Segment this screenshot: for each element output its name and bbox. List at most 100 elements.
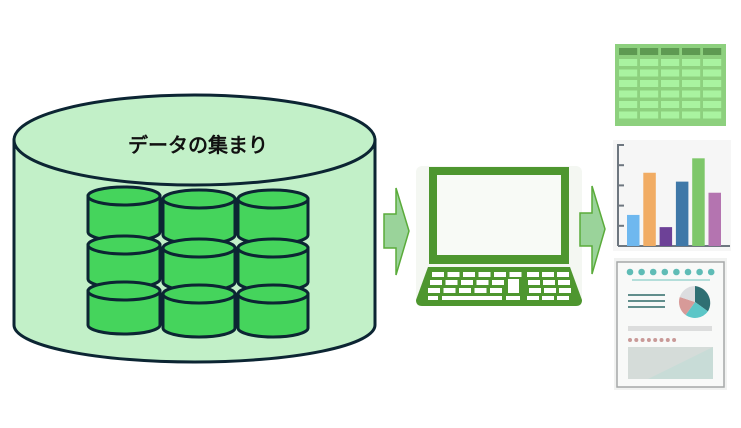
report-small-dot — [653, 338, 658, 342]
cylinder-top — [161, 237, 237, 259]
cylinder-top — [86, 234, 162, 256]
table-cell — [619, 69, 638, 77]
laptop-icon — [416, 166, 582, 306]
report-header-dot — [626, 268, 634, 276]
laptop-key — [432, 272, 444, 277]
report-header-dot — [649, 268, 657, 276]
table-header-cell — [661, 48, 680, 55]
laptop-key — [490, 288, 502, 293]
laptop-key — [445, 280, 458, 285]
cylinder-top — [161, 188, 237, 210]
laptop-enter-key — [508, 279, 519, 293]
table-cell — [661, 80, 680, 87]
laptop-key — [557, 296, 569, 300]
laptop-key — [543, 280, 555, 285]
data-item-cylinder — [86, 234, 162, 290]
laptop-key — [478, 272, 491, 277]
table-cell — [619, 90, 638, 98]
laptop-key — [459, 288, 471, 293]
laptop-key — [494, 272, 506, 277]
table-header-cell — [640, 48, 659, 55]
bar — [627, 214, 640, 246]
report-header-dot — [684, 268, 692, 276]
cylinder-top — [86, 280, 162, 302]
laptop-key — [428, 296, 438, 300]
laptop-key — [430, 280, 442, 285]
cylinder-body — [161, 292, 237, 339]
report-bar-line — [628, 326, 712, 331]
cylinder-top — [161, 283, 237, 305]
laptop-key — [527, 272, 539, 277]
database-label: データの集まり — [128, 133, 268, 157]
cylinder-top — [236, 283, 310, 305]
bar — [675, 181, 689, 246]
table-cell — [661, 101, 680, 108]
table-header-cell — [682, 48, 701, 55]
report-small-dot — [634, 338, 639, 342]
table-cell — [619, 111, 638, 119]
table-cell — [619, 80, 638, 87]
laptop-key — [476, 280, 489, 285]
table-cell — [619, 59, 638, 66]
table-header-cell — [619, 48, 638, 55]
report-small-dot — [640, 338, 645, 342]
bar — [659, 227, 673, 246]
laptop-key — [529, 288, 541, 293]
report-small-dot — [672, 338, 677, 342]
data-items-grid — [86, 185, 310, 339]
data-item-cylinder — [236, 237, 310, 293]
arrow-right-icon — [383, 187, 410, 276]
table-cell — [703, 90, 722, 98]
report-image-diagonal — [648, 347, 713, 379]
table-cell — [703, 59, 722, 66]
table-cell — [682, 101, 701, 108]
laptop-key — [474, 288, 487, 293]
report-header-dot — [707, 268, 715, 276]
laptop-key — [558, 280, 570, 285]
laptop-key — [461, 280, 473, 285]
table-cell — [640, 101, 659, 108]
report-header-dot — [696, 268, 703, 276]
report-header-dot — [673, 268, 680, 276]
database-top — [12, 93, 377, 187]
data-item-cylinder — [161, 237, 237, 293]
cylinder-body — [86, 289, 162, 336]
report-small-dot — [665, 338, 670, 342]
data-item-cylinder — [161, 283, 237, 339]
laptop-key — [542, 296, 554, 300]
laptop-key — [463, 272, 475, 277]
table-cell — [640, 111, 659, 119]
laptop-spacebar — [442, 296, 502, 300]
bar — [692, 158, 705, 246]
laptop-key — [542, 272, 554, 277]
bar — [643, 172, 656, 246]
data-item-cylinder — [86, 185, 162, 243]
laptop-key — [528, 280, 540, 285]
table-cell — [703, 101, 722, 108]
table-cell — [640, 80, 659, 87]
report-small-dot — [659, 338, 664, 342]
table-cell — [661, 90, 680, 98]
table-cell — [682, 90, 701, 98]
data-item-cylinder — [236, 188, 310, 246]
laptop-key — [527, 296, 539, 300]
table-cell — [682, 69, 701, 77]
laptop-key — [544, 288, 556, 293]
table-cell — [703, 111, 722, 119]
database-cylinder: データの集まり — [12, 93, 377, 364]
laptop-key — [506, 296, 520, 300]
data-item-cylinder — [86, 280, 162, 336]
table-header-cell — [703, 48, 722, 55]
cylinder-top — [236, 188, 310, 210]
table-cell — [682, 80, 701, 87]
table-cell — [661, 69, 680, 77]
table-cell — [661, 111, 680, 119]
laptop-key — [509, 272, 522, 277]
report-header-dot — [638, 268, 645, 276]
laptop-key — [492, 280, 504, 285]
table-cell — [682, 111, 701, 119]
arrow-right-icon — [579, 185, 606, 275]
pie-slice — [695, 286, 711, 312]
report-small-dot — [628, 338, 632, 342]
